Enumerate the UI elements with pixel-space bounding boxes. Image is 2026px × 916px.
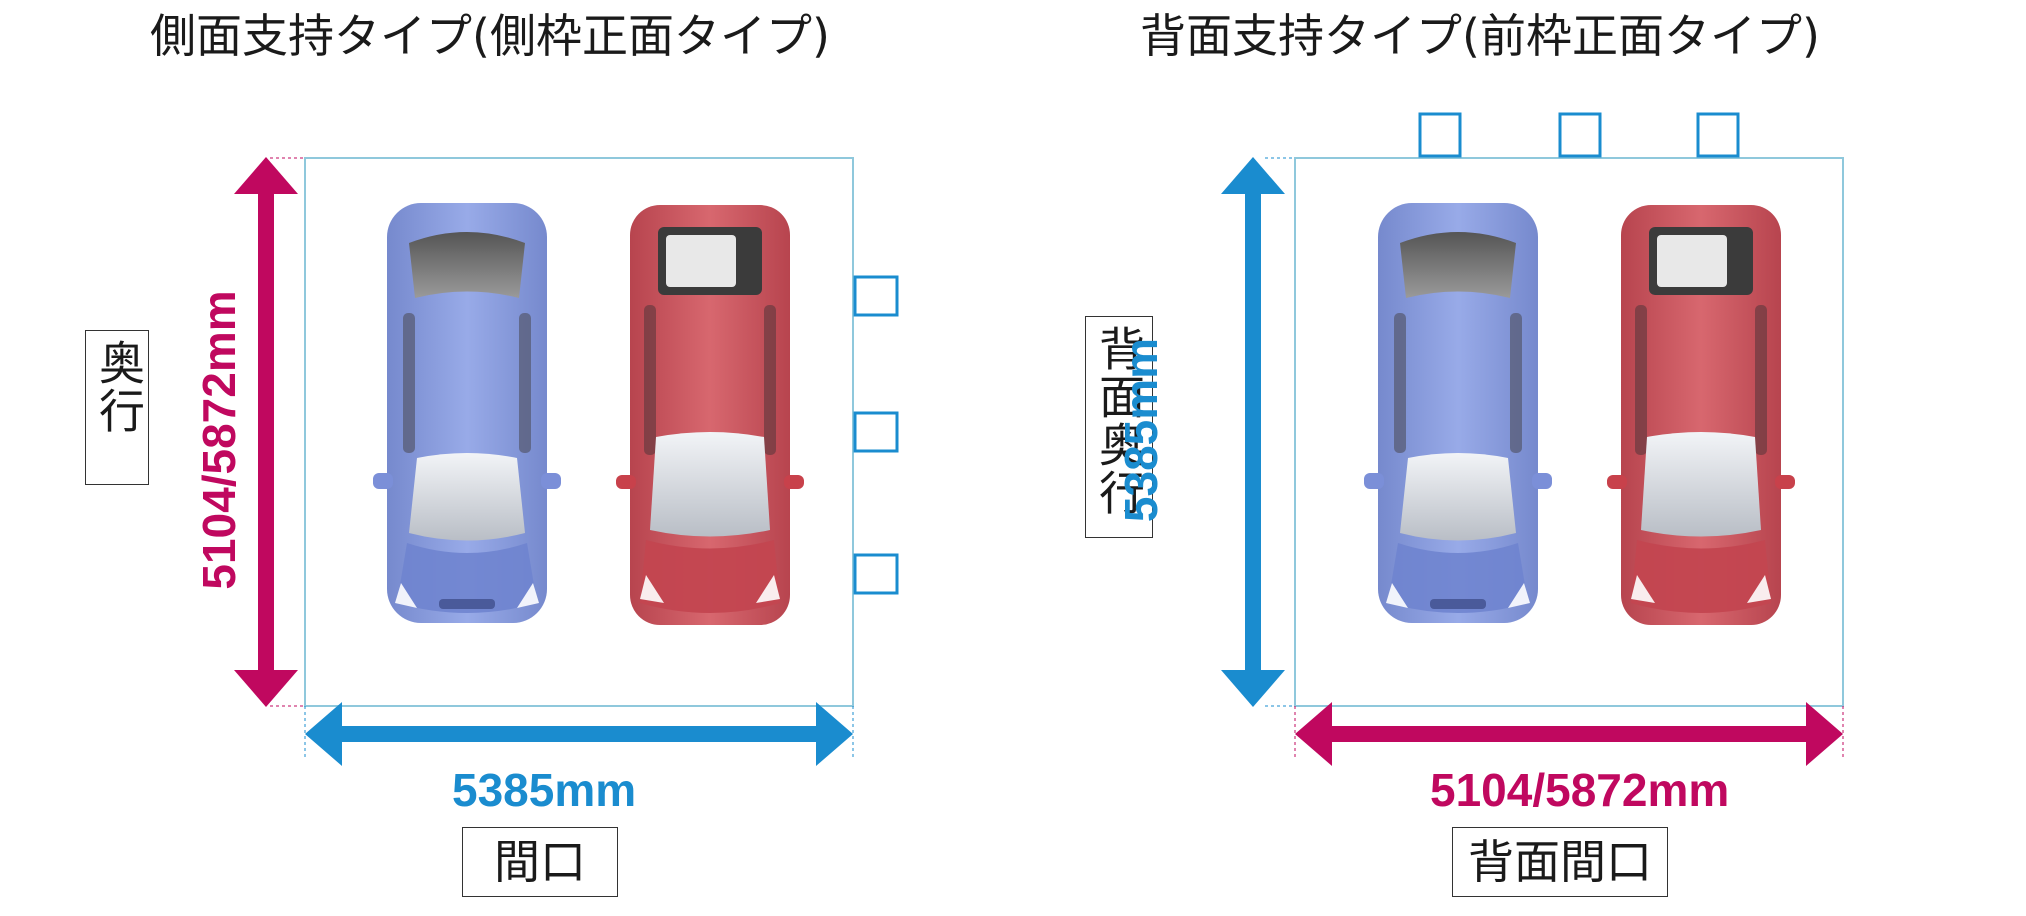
right-width-dimension: 5104/5872mm <box>1430 764 1730 816</box>
left-carport-frame <box>304 157 854 707</box>
right-depth-arrow <box>1221 157 1285 707</box>
left-depth-label-box: 奥行 <box>85 330 149 485</box>
post-marker <box>853 553 899 595</box>
right-depth-dimension: 5385mm <box>1115 337 1167 523</box>
right-depth-label: 背面奥行 <box>1092 325 1146 517</box>
right-blue-car <box>1364 203 1552 623</box>
left-depth-label: 奥行 <box>92 339 146 435</box>
left-panel-title: 側面支持タイプ(側枠正面タイプ) <box>150 9 830 63</box>
left-depth-dimension: 5104/5872mm <box>193 290 245 590</box>
right-red-car <box>1607 205 1795 625</box>
left-width-arrow <box>305 702 853 766</box>
right-panel-title: 背面支持タイプ(前枠正面タイプ) <box>1140 9 1820 63</box>
post-marker <box>853 411 899 453</box>
left-red-car <box>616 205 804 625</box>
left-blue-car <box>373 203 561 623</box>
right-frontage-label: 背面間口 <box>1452 827 1668 897</box>
post-marker <box>853 275 899 317</box>
right-panel <box>1221 112 1844 766</box>
left-panel <box>234 157 899 766</box>
left-width-dimension: 5385mm <box>452 764 637 816</box>
right-depth-label-box: 背面奥行 <box>1085 316 1153 538</box>
right-carport-frame <box>1294 157 1844 707</box>
post-marker <box>1418 112 1462 158</box>
left-frontage-label: 間口 <box>462 827 618 897</box>
post-marker <box>1558 112 1602 158</box>
left-depth-arrow <box>234 157 298 707</box>
right-width-arrow <box>1295 702 1843 766</box>
post-marker <box>1696 112 1740 158</box>
